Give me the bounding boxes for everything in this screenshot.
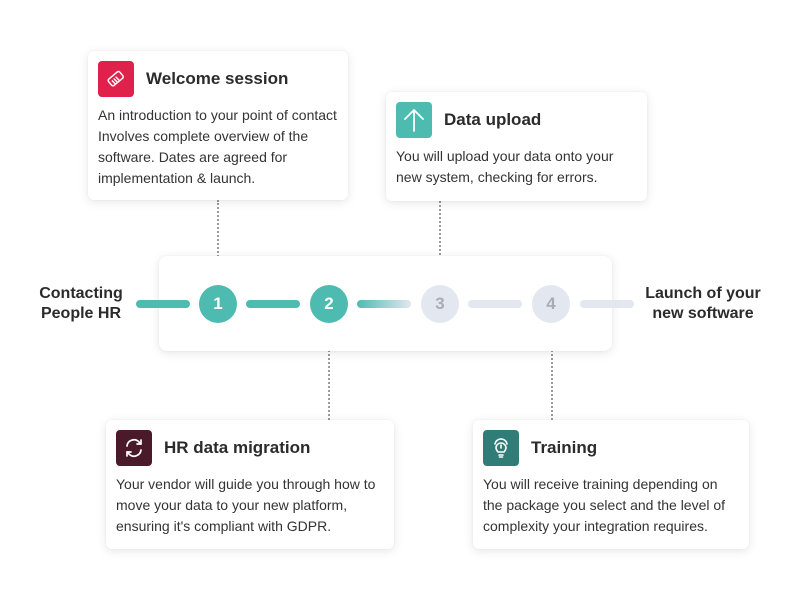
step-2: 2 [310,285,348,323]
end-label: Launch of your new software [645,285,761,322]
card-title: Welcome session [146,69,289,88]
data-upload-card: Data upload You will upload your data on… [386,92,647,201]
card-body: An introduction to your point of contact… [98,107,337,186]
progress-segment-2-3 [357,300,411,308]
refresh-icon [116,430,152,466]
connector-step-4 [551,322,553,420]
step-3: 3 [421,285,459,323]
progress-segment-start [136,300,190,308]
arrow-up-icon [396,102,432,138]
welcome-session-card: Welcome session An introduction to your … [88,51,348,200]
card-body: You will receive training depending on t… [483,476,726,534]
progress-segment-end [580,300,634,308]
step-4: 4 [532,285,570,323]
handshake-icon [98,61,134,97]
card-title: Data upload [444,110,542,129]
step-1: 1 [199,285,237,323]
progress-segment-3-4 [468,300,522,308]
start-label: Contacting People HR [39,285,123,322]
hr-data-migration-card: HR data migration Your vendor will guide… [106,420,394,549]
connector-step-2 [328,322,330,420]
connector-step-3 [439,201,441,287]
card-title: HR data migration [164,438,311,457]
training-card: Training You will receive training depen… [473,420,749,549]
connector-step-1 [217,200,219,288]
lightbulb-icon [483,430,519,466]
card-title: Training [531,438,598,457]
card-body: You will upload your data onto your new … [396,148,614,185]
card-body: Your vendor will guide you through how t… [116,476,376,534]
progress-segment-1-2 [246,300,300,308]
